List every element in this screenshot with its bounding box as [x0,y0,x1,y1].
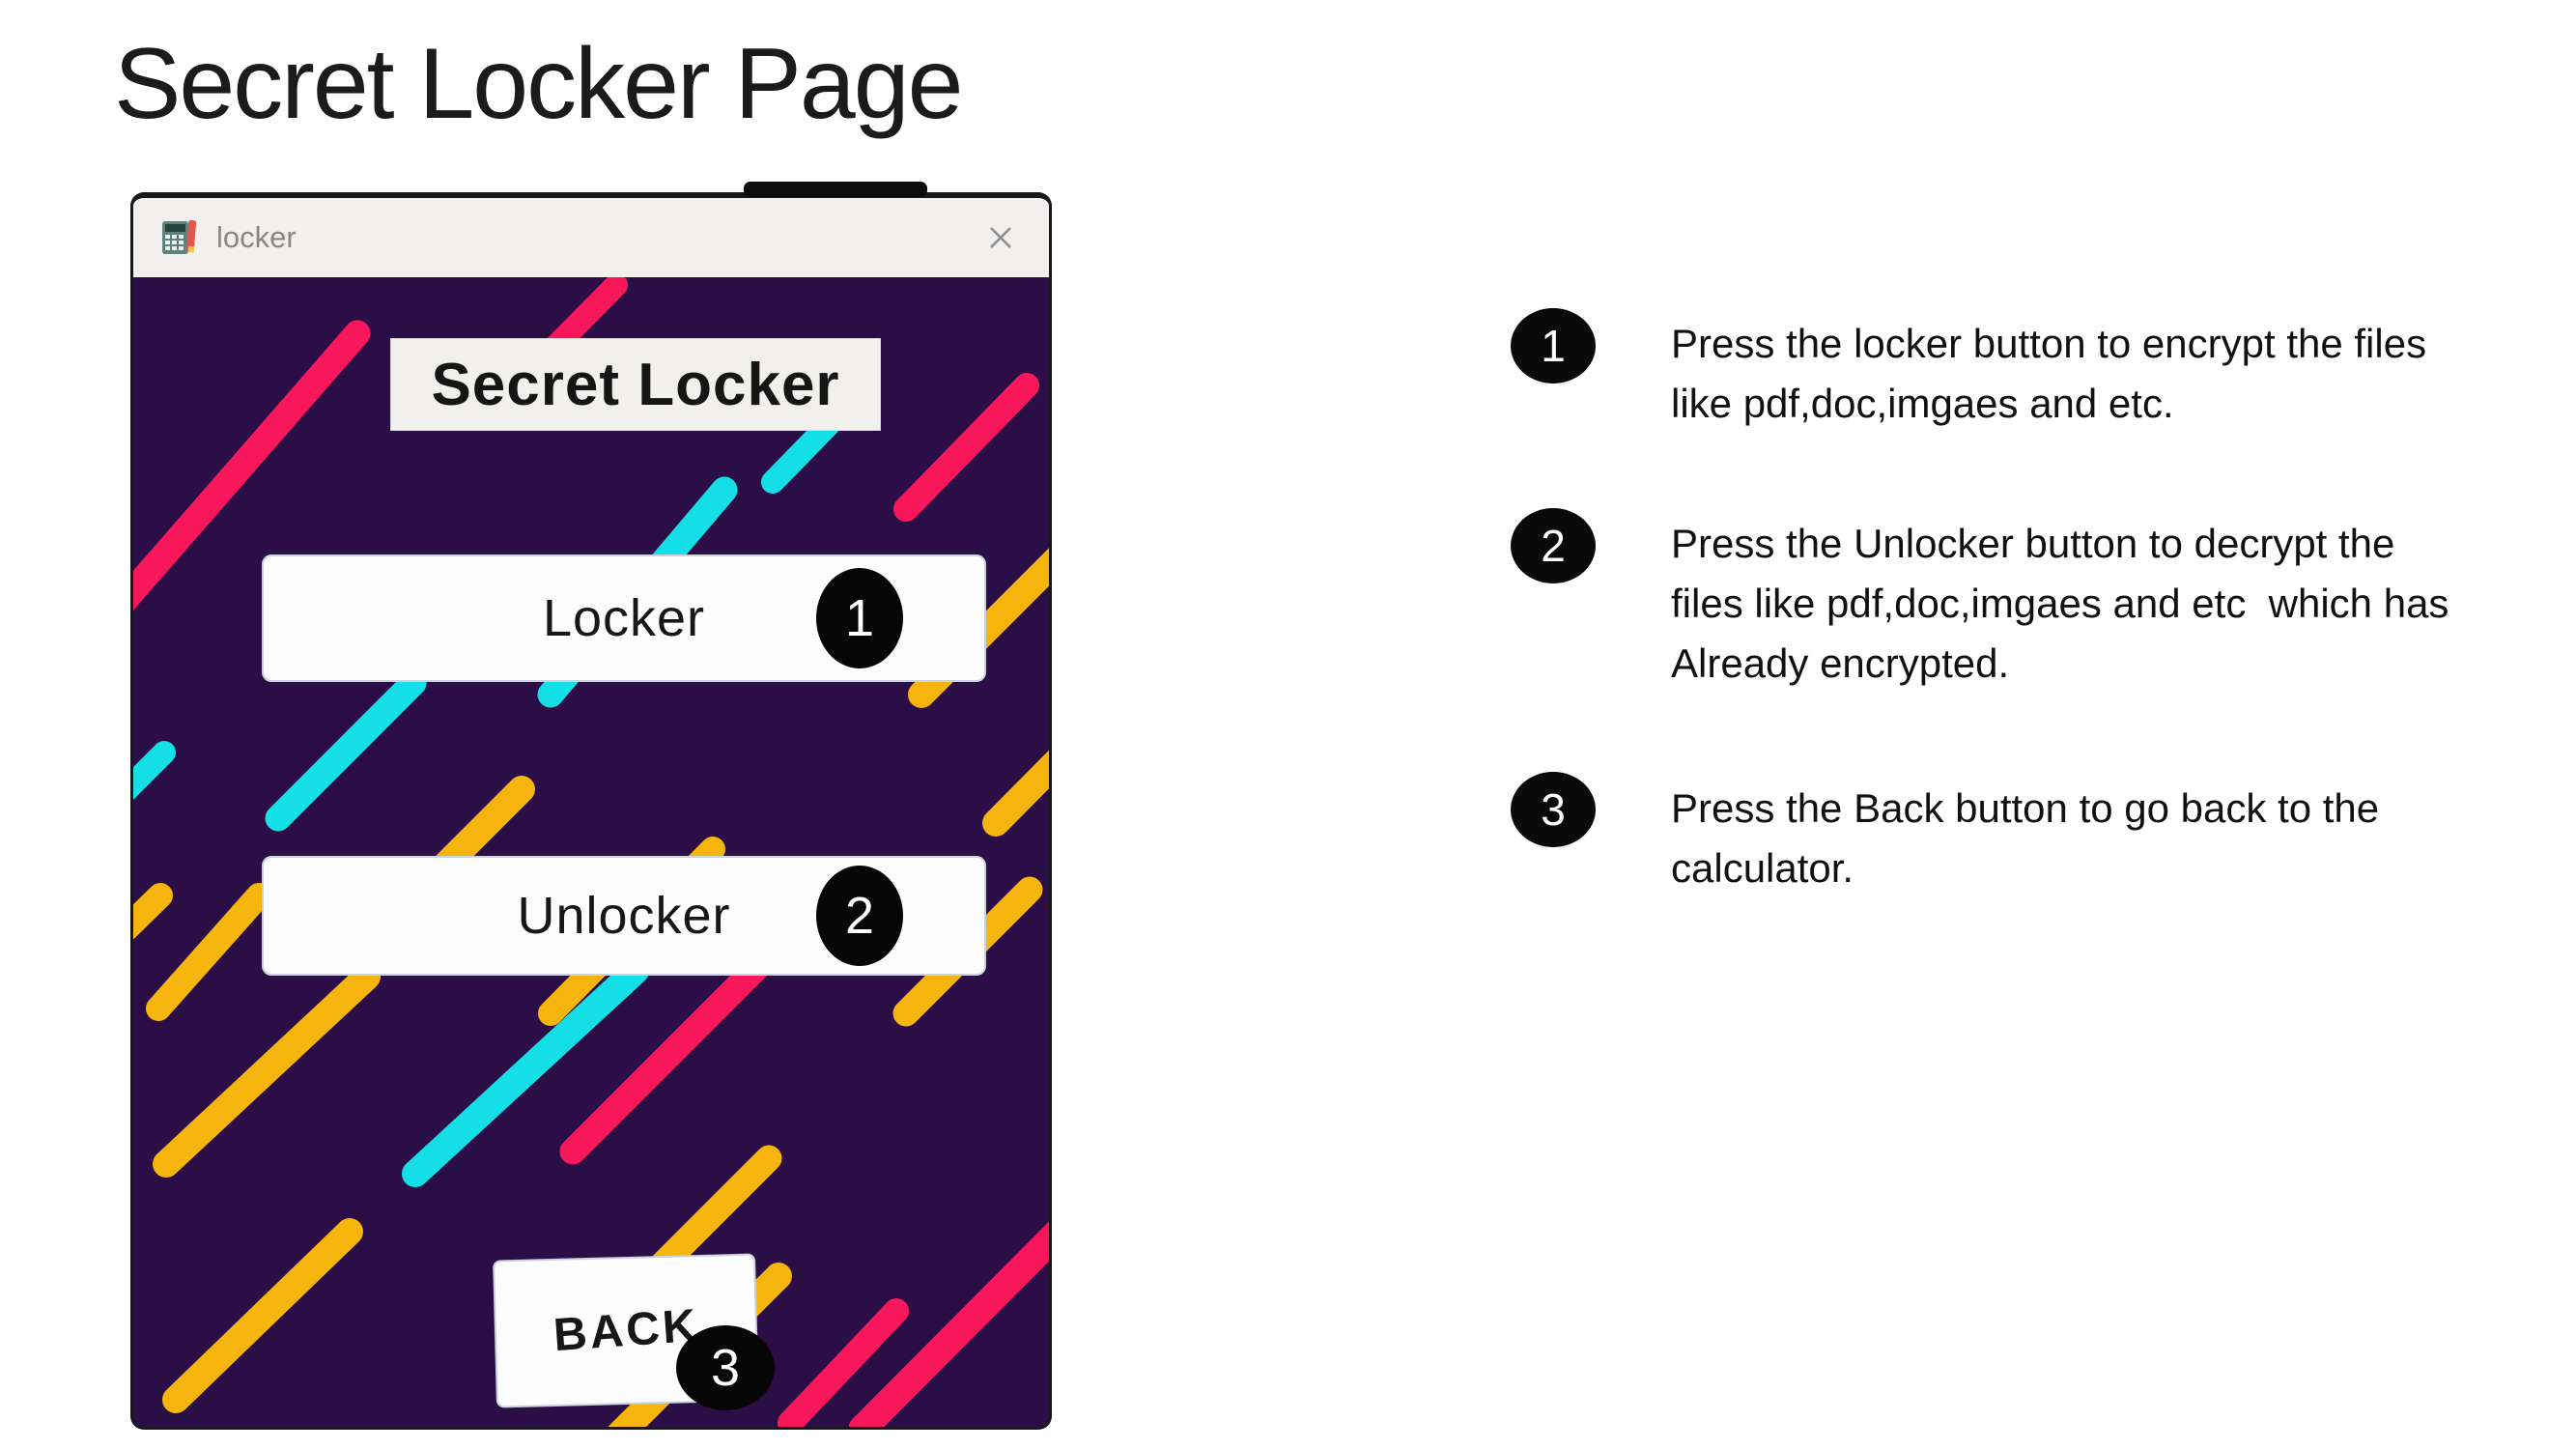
window-body: Secret Locker Locker 1 Unlocker 2 BACK 3 [133,277,1049,1427]
unlocker-button-label: Unlocker [517,887,731,945]
stripe-pattern [133,277,1049,1427]
locker-button-label: Locker [542,589,706,647]
annotation-number-1: 1 [1511,308,1596,384]
annotation-marker-1: 1 [816,568,903,668]
page-title: Secret Locker Page [114,28,963,140]
annotation-marker-2: 2 [816,866,903,966]
window-titlebar: locker [133,198,1049,277]
annotation-number-3: 3 [1511,772,1596,847]
annotation-marker-3: 3 [676,1325,775,1410]
annotation-number-2: 2 [1511,508,1596,583]
calculator-icon [158,216,201,259]
annotation-text-2: Press the Unlocker button to decrypt the… [1671,521,2449,686]
annotation-text-1: Press the locker button to encrypt the f… [1671,321,2427,426]
window-title: locker [216,220,297,254]
close-icon[interactable] [981,218,1020,257]
annotation-text-3: Press the Back button to go back to the … [1671,785,2380,891]
secret-locker-header: Secret Locker [390,338,881,431]
locker-app-window: locker Secret Locker Locker 1 Unlocker 2… [130,192,1052,1430]
window-top-artifact [744,182,927,197]
